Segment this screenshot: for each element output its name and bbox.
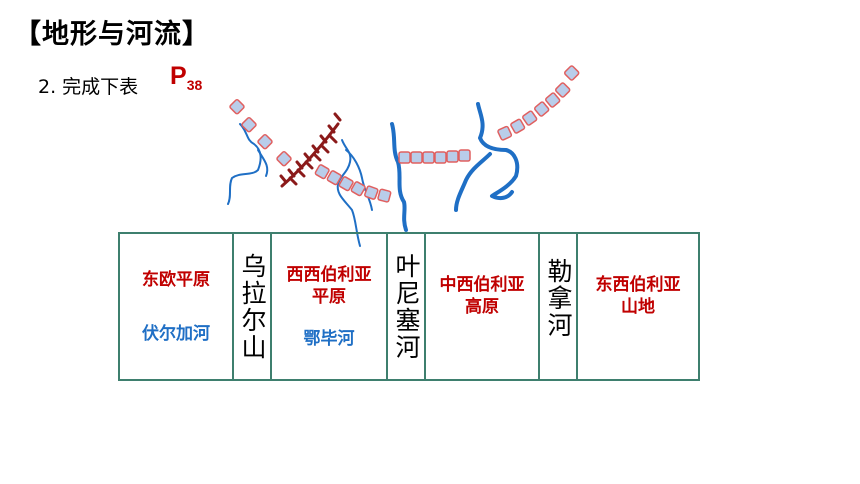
boundary-square <box>350 181 366 197</box>
page-reference: P38 <box>170 62 202 93</box>
boundary-square <box>257 134 273 150</box>
terrain-label-line1: 中西伯利亚 <box>439 275 525 295</box>
page-ref-letter: P <box>170 62 187 90</box>
boundary-square <box>434 151 447 164</box>
river-lena-branch <box>454 152 492 212</box>
cell-east-siberian-mountains: 东西伯利亚 山地 <box>578 234 698 379</box>
boundary-square <box>377 188 392 203</box>
river-lines <box>227 123 373 247</box>
boundary-square <box>497 125 513 141</box>
boundary-square <box>458 149 471 162</box>
mountain-ridge <box>279 112 342 188</box>
terrain-label: 东欧平原 <box>142 269 210 290</box>
cell-lena-river: 勒拿河 <box>540 234 578 379</box>
boundary-square <box>564 65 580 81</box>
page-ref-number: 38 <box>186 77 203 93</box>
page-title: 【地形与河流】 <box>14 19 210 50</box>
boundary-square <box>398 151 411 164</box>
ridge-hachures <box>279 112 342 184</box>
boundary-square <box>364 185 379 200</box>
vertical-label: 乌拉尔山 <box>238 252 267 361</box>
boundary-square <box>410 151 423 164</box>
boundary-square <box>314 164 330 180</box>
vertical-label: 勒拿河 <box>544 258 573 339</box>
cell-west-siberian-plain: 西西伯利亚 平原 鄂毕河 <box>272 234 388 379</box>
boundary-square <box>446 150 459 163</box>
boundary-square <box>229 99 245 115</box>
terrain-label-line2: 山地 <box>621 297 655 317</box>
boundary-square <box>555 82 571 98</box>
river-west-branch <box>257 149 269 177</box>
cell-yenisei-river: 叶尼塞河 <box>388 234 426 379</box>
river-west <box>227 123 262 205</box>
terrain-label-line1: 西西伯利亚 <box>286 264 372 285</box>
river-major <box>390 102 520 232</box>
boundary-square <box>545 92 561 108</box>
terrain-label-line2: 平原 <box>312 286 346 307</box>
terrain-label-line1: 东西伯利亚 <box>595 275 681 295</box>
terrain-label-line2: 高原 <box>465 297 499 317</box>
river-label: 伏尔加河 <box>142 323 210 344</box>
river-ob-branch <box>345 149 373 211</box>
terrain-river-table: 东欧平原 伏尔加河 乌拉尔山 西西伯利亚 平原 鄂毕河 叶尼塞河 中西伯利亚 高… <box>118 232 700 381</box>
boundary-square <box>522 110 538 126</box>
vertical-label: 叶尼塞河 <box>392 252 421 361</box>
cell-central-siberian-plateau: 中西伯利亚 高原 <box>426 234 540 379</box>
boundary-square <box>422 151 435 164</box>
task-label: 2. 完成下表 <box>38 76 139 98</box>
cell-ural-mountains: 乌拉尔山 <box>234 234 272 379</box>
cell-east-european-plain: 东欧平原 伏尔加河 <box>120 234 234 379</box>
boundary-square <box>241 117 257 133</box>
boundary-square <box>276 151 292 167</box>
river-yenisei <box>390 122 408 232</box>
river-lena <box>476 102 520 201</box>
boundary-square <box>534 101 550 117</box>
ridge-hachures-b <box>288 134 338 186</box>
river-label: 鄂毕河 <box>303 328 355 349</box>
boundary-markers <box>229 65 580 203</box>
boundary-square <box>510 118 526 134</box>
boundary-square <box>338 176 354 192</box>
boundary-square <box>326 170 342 186</box>
